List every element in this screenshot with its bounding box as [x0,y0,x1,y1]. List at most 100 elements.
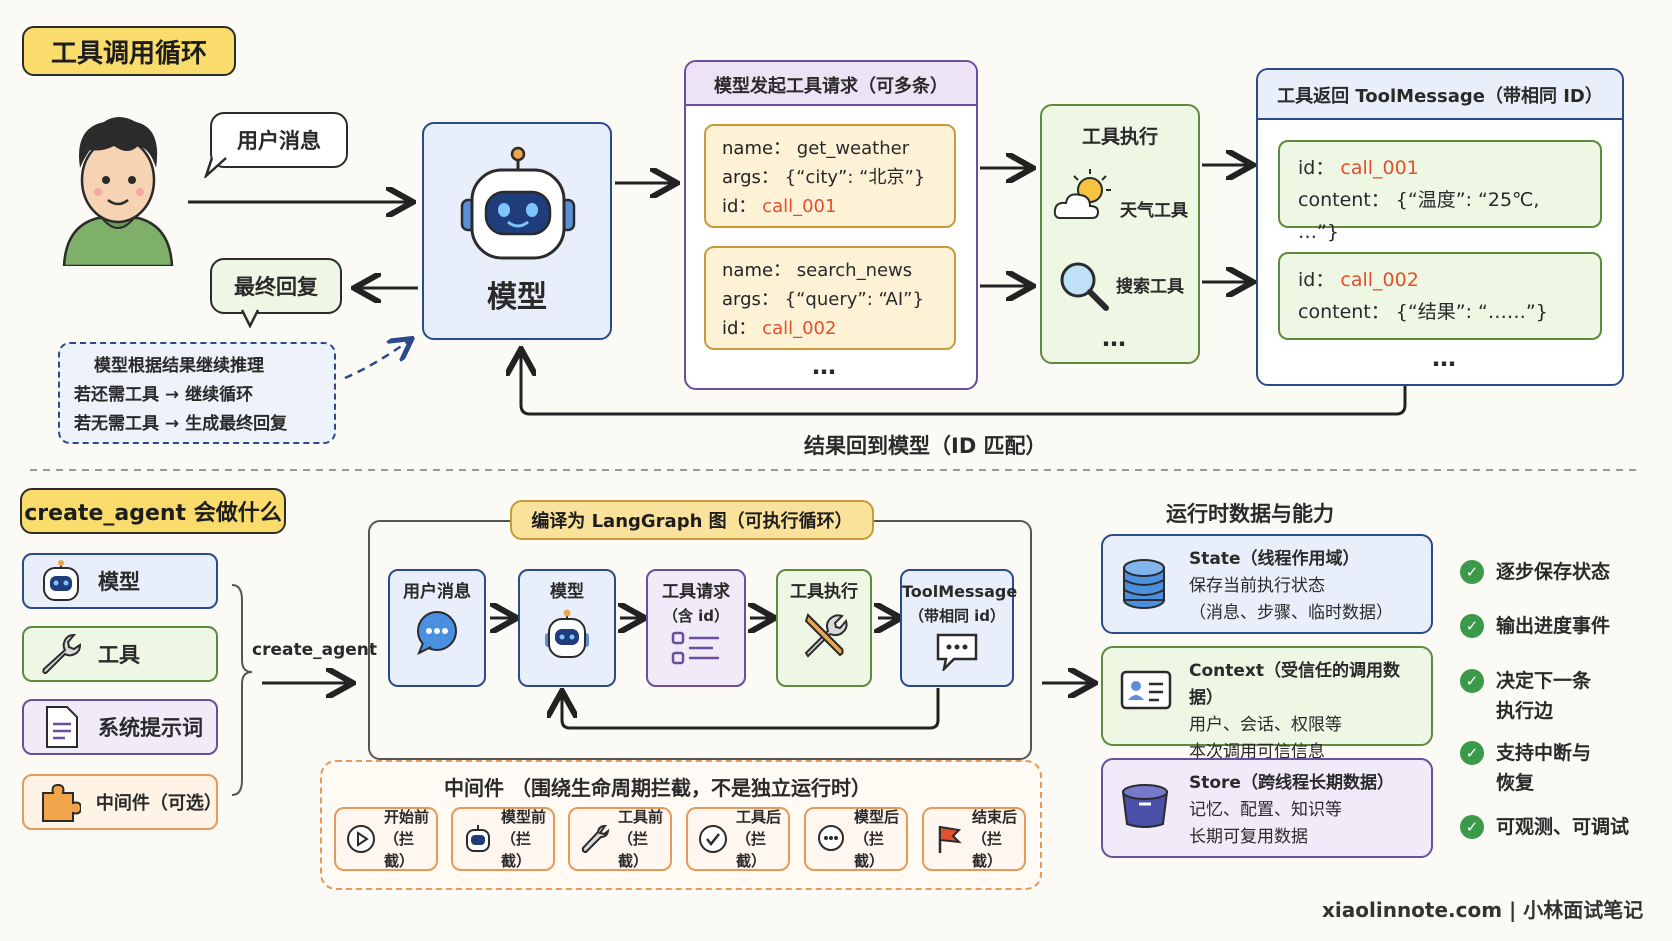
capability-2-label: 输出进度事件 [1496,615,1611,637]
capability-1-label: 逐步保存状态 [1496,561,1611,583]
return-2-content-value: {“结果”: “……”} [1395,301,1548,323]
return-2-id-key: id： [1298,269,1335,291]
robot-icon [460,146,576,260]
execution-more: … [1102,324,1128,352]
runtime-title: 运行时数据与能力 [1166,502,1334,526]
mw-3-label: 工具前 [618,808,664,826]
middleware-before-model: 模型前（拦截） [451,807,555,871]
step-3-label: 工具请求 [662,582,730,602]
footer-credit[interactable]: xiaolinnote.com | 小林面试笔记 [1322,898,1644,922]
input-tools: 工具 [22,626,218,682]
check-icon: ✓ [1460,815,1484,839]
middleware-after-model: 模型后 （拦截） [804,807,908,871]
middleware-title: 中间件 （围绕生命周期拦截，不是独立运行时） [444,776,871,800]
return-card-2: id： call_002 content： {“结果”: “……”} [1278,252,1602,340]
runtime-context-line2: 用户、会话、权限等 [1189,715,1342,735]
id-card-icon [1120,670,1172,710]
weather-tool-label: 天气工具 [1120,201,1188,221]
step-5-sublabel: （带相同 id） [908,607,1006,625]
request-card-1: name： get_weather args： {“city”: “北京”} i… [704,124,956,228]
capability-3-label: 决定下一条执行边 [1496,670,1592,722]
search-icon [1060,262,1109,311]
database-icon [1123,559,1165,609]
return-1-content-key: content： [1298,189,1390,211]
mw-5-sublabel: （拦截） [854,830,885,870]
runtime-context-line3: 本次调用可信信息 [1189,742,1325,762]
request-2-name-value: search_news [796,260,913,281]
execution-panel: 工具执行 天气工具 搜索工具 … [1040,104,1200,364]
mw-4-label: 工具后 [736,808,782,826]
wrench-icon [38,631,84,677]
requests-title-bar [686,62,976,106]
return-1-content-value: {“温度”: “25℃, …”} [1298,189,1540,243]
bubble-tail-icon [204,157,227,178]
step-3-sublabel: （含 id） [662,607,730,625]
runtime-state-line3: （消息、步骤、临时数据） [1189,603,1393,623]
wrench-icon [578,822,612,856]
chat-icon [814,822,848,856]
runtime-state-heading: State（线程作用域） [1189,549,1360,569]
runtime-context-heading: Context（受信任的调用数据） [1189,661,1401,708]
request-2-args-value: {“query”: “AI”} [784,289,924,310]
return-title-bar [1258,70,1622,120]
middleware-after-end: 结束后（拦截） [922,807,1026,871]
step-1-label: 用户消息 [403,582,471,602]
step-4-label: 工具执行 [790,582,858,602]
mw-5-label: 模型后 [854,808,900,826]
storage-box-icon [1121,784,1169,828]
return-2-content-key: content： [1298,301,1390,323]
document-icon [38,704,84,750]
input-system-prompt-label: 系统提示词 [98,716,203,740]
runtime-context: Context（受信任的调用数据） 用户、会话、权限等 本次调用可信信息 [1101,646,1433,762]
middleware-before-start: 开始前 （拦截） [334,807,438,871]
play-icon [344,822,378,856]
section-title-create-agent: create_agent 会做什么 [20,488,286,534]
execution-title: 工具执行 [1081,126,1158,148]
capability-1: ✓ 逐步保存状态 [1460,557,1610,587]
step-tool-request: 工具请求 （含 id） [646,569,746,687]
mw-1-sublabel: （拦截） [384,830,415,870]
input-middleware: 中间件（可选） [22,774,222,830]
request-1-args-key: args： [722,167,779,188]
middleware-before-tool: 工具前 （拦截） [568,807,672,871]
mw-4-sublabel: （拦截） [736,830,767,870]
model-box: 模型 [422,122,612,340]
mw-6-sublabel: （拦截） [972,830,1003,870]
step-tool-message: ToolMessage （带相同 id） [900,569,1017,687]
step-tool-execution: 工具执行 [776,569,872,687]
list-icon [671,631,719,665]
return-title: 工具返回 ToolMessage（带相同 ID） [1277,86,1603,107]
returns-more: … [1432,344,1458,372]
capability-5: ✓可观测、可调试 [1460,812,1629,842]
request-card-2: name： search_news args： {“query”: “AI”} … [704,246,956,350]
puzzle-icon [38,779,82,825]
mw-1-label: 开始前 [384,808,430,826]
step-2-label: 模型 [550,582,584,602]
runtime-store-line3: 长期可复用数据 [1189,827,1308,847]
input-middleware-label: 中间件（可选） [95,793,222,814]
capability-3: ✓决定下一条执行边 [1460,666,1606,726]
return-1-id-value: call_001 [1340,157,1419,179]
input-model-label: 模型 [98,570,140,594]
robot-icon [545,609,589,658]
final-reply-bubble: 最终回复 [210,258,342,314]
check-icon: ✓ [1460,741,1484,765]
search-tool-label: 搜索工具 [1116,277,1184,297]
request-2-id-value: call_002 [762,318,837,339]
runtime-state-line2: 保存当前执行状态 [1189,576,1325,596]
capability-2: ✓输出进度事件 [1460,611,1610,641]
reasoning-note: 模型根据结果继续推理 若还需工具 → 继续循环 若无需工具 → 生成最终回复 [58,342,336,444]
robot-icon [38,558,84,604]
runtime-store-heading: Store（跨线程长期数据） [1189,773,1394,793]
input-tools-label: 工具 [98,643,140,667]
check-icon: ✓ [1460,560,1484,584]
mw-3-sublabel: （拦截） [618,830,649,870]
step-model: 模型 [518,569,616,687]
middleware-container [320,760,1042,890]
runtime-state: State（线程作用域） 保存当前执行状态 （消息、步骤、临时数据） [1101,534,1433,634]
note-line-2: 若还需工具 → 继续循环 [74,385,254,405]
note-line-1: 模型根据结果继续推理 [94,356,264,376]
request-2-id-key: id： [722,318,757,339]
chat-bubble-icon [417,611,457,656]
